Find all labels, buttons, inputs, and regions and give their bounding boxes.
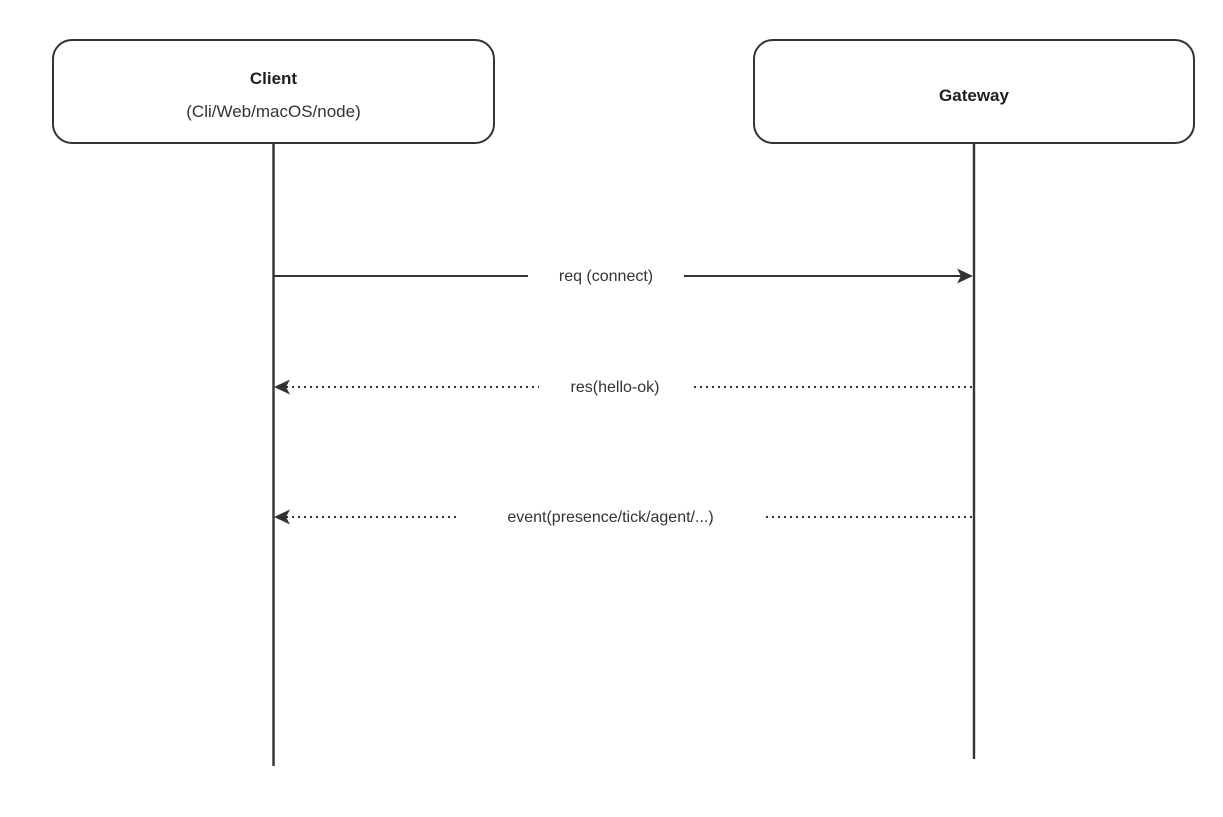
message-1-label-backdrop [528,261,684,287]
participant-box-client[interactable]: Client (Cli/Web/macOS/node) [52,39,495,144]
participant-client-title: Client [250,69,298,88]
message-1-arrowhead-right [957,268,973,284]
message-1-label: req (connect) [559,268,653,285]
participant-client-subtitle: (Cli/Web/macOS/node) [186,102,360,121]
message-1-req-connect[interactable]: req (connect) [274,261,973,287]
message-3-label: event(presence/tick/agent/...) [507,509,713,526]
message-2-res-hello-ok[interactable]: res(hello-ok) [274,372,974,398]
message-3-label-backdrop [458,502,763,528]
participant-client-rect [52,39,495,144]
participant-box-gateway[interactable]: Gateway [753,39,1195,144]
message-3-arrowhead-left [274,509,290,525]
message-3-event[interactable]: event(presence/tick/agent/...) [274,502,974,528]
message-2-label: res(hello-ok) [571,379,660,396]
message-2-label-backdrop [539,372,691,398]
message-2-arrowhead-left [274,379,290,395]
participant-gateway-title: Gateway [939,86,1009,105]
participant-gateway-rect [753,39,1195,144]
